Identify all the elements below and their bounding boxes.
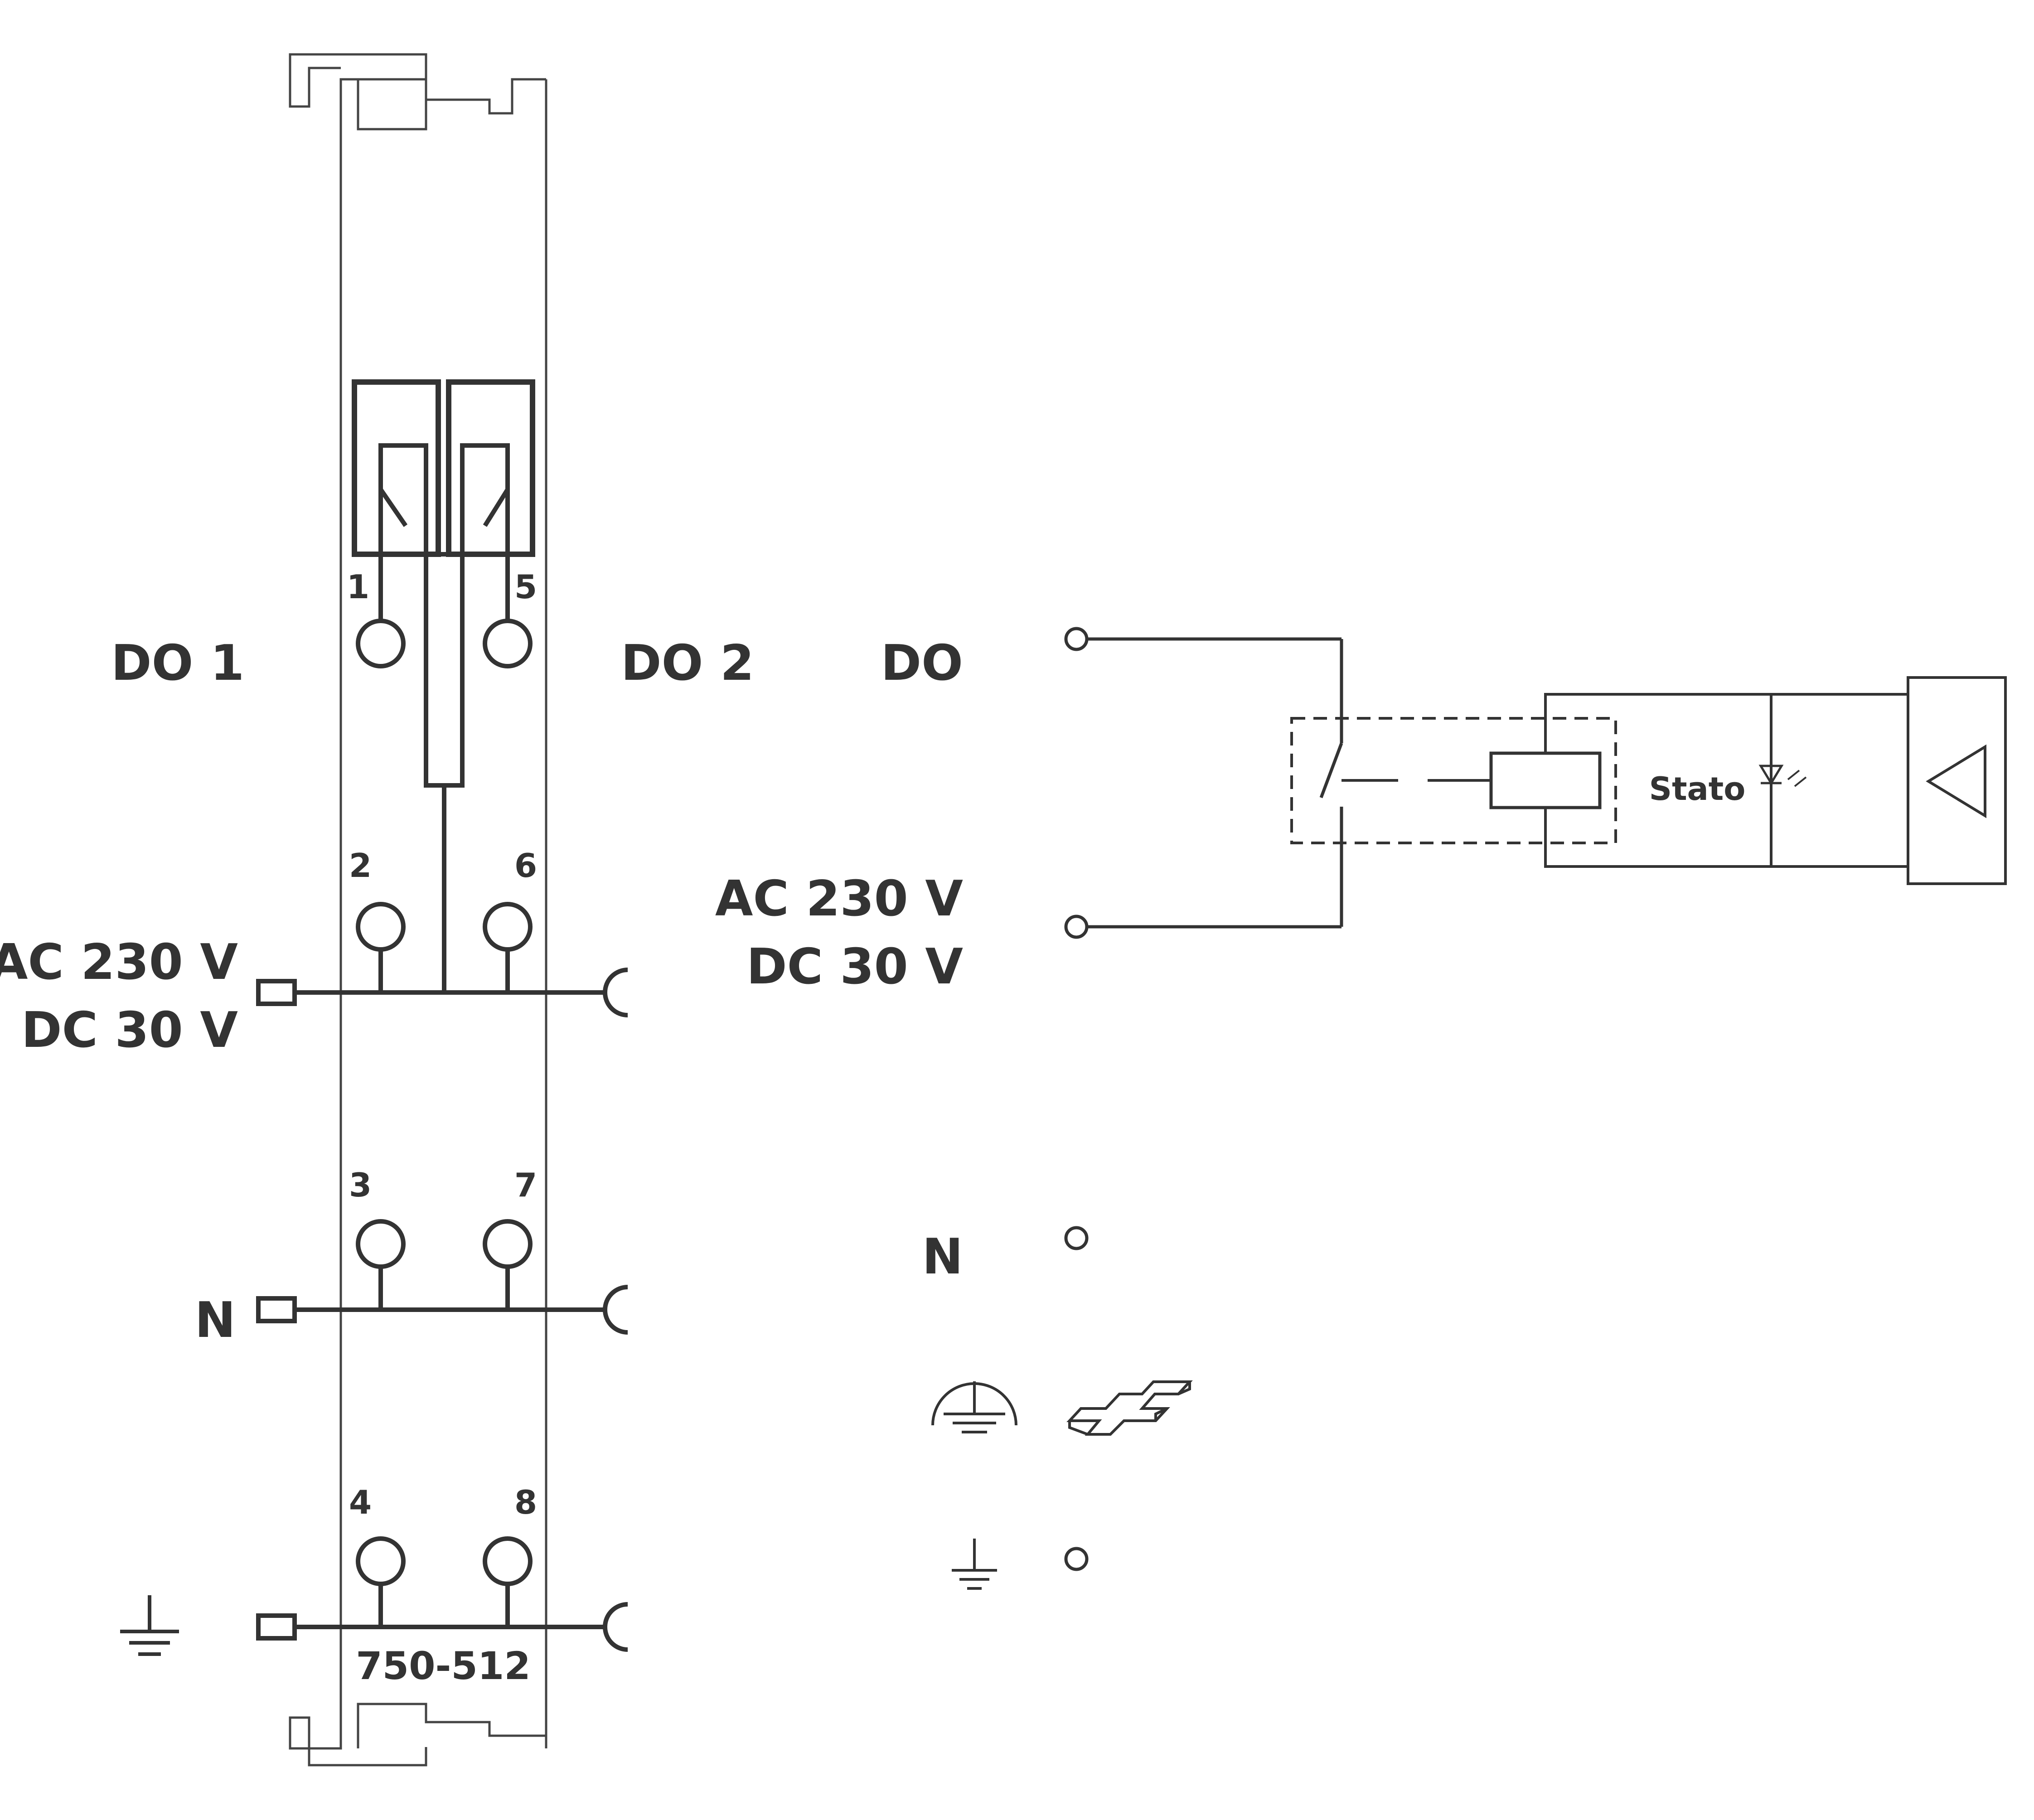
terminal-8: 8: [483, 1483, 537, 1627]
protective-earth-icon: [931, 1381, 1017, 1433]
functional-earth-icon: [952, 1539, 997, 1590]
schematic-supply-line1: AC 230 V: [715, 871, 963, 927]
bus-logic-block: [1907, 676, 2007, 885]
schematic-neutral-label: N: [922, 1229, 963, 1285]
terminal-7: 7: [483, 1166, 537, 1310]
svg-text:1: 1: [347, 568, 369, 606]
neutral-bus: [256, 1285, 628, 1335]
supply-label-line1: AC 230 V: [0, 934, 238, 991]
status-circuit: Stato: [1544, 693, 1908, 868]
channel-do2-label: DO 2: [621, 635, 754, 692]
terminal-4: 4: [349, 1483, 406, 1627]
terminal-5: 5: [483, 568, 537, 668]
terminal-1: 1: [347, 568, 406, 668]
terminal-2: 2: [349, 847, 406, 992]
ground-bus: [256, 1602, 628, 1652]
ground-icon: [120, 1595, 179, 1656]
relay-do1: [352, 379, 441, 621]
din-rail-icon: [1066, 1380, 1193, 1436]
relay-common-feed: [424, 552, 465, 992]
svg-text:7: 7: [514, 1166, 537, 1204]
relay-do2: [446, 379, 535, 621]
svg-text:5: 5: [514, 568, 537, 606]
neutral-label: N: [195, 1292, 236, 1349]
schematic-output-wiring: [1064, 627, 1343, 939]
terminal-3: 3: [349, 1166, 406, 1310]
channel-do1-label: DO 1: [111, 635, 244, 692]
module-housing: 750-512: [289, 53, 547, 1767]
schematic-supply-line2: DC 30 V: [746, 939, 963, 995]
schematic-neutral-point: [1064, 1226, 1089, 1250]
svg-text:8: 8: [514, 1483, 537, 1521]
svg-text:4: 4: [349, 1483, 372, 1521]
supply-bus: [256, 968, 628, 1017]
led-icon: [1758, 765, 1807, 787]
part-number: 750-512: [356, 1644, 531, 1688]
svg-text:6: 6: [514, 847, 537, 885]
supply-label-line2: DC 30 V: [21, 1002, 238, 1059]
schematic-earth-point: [1064, 1547, 1089, 1571]
svg-text:3: 3: [349, 1166, 372, 1204]
terminal-6: 6: [483, 847, 537, 992]
status-label: Stato: [1649, 770, 1746, 808]
schematic-do-label: DO: [881, 635, 963, 692]
svg-text:2: 2: [349, 847, 372, 885]
